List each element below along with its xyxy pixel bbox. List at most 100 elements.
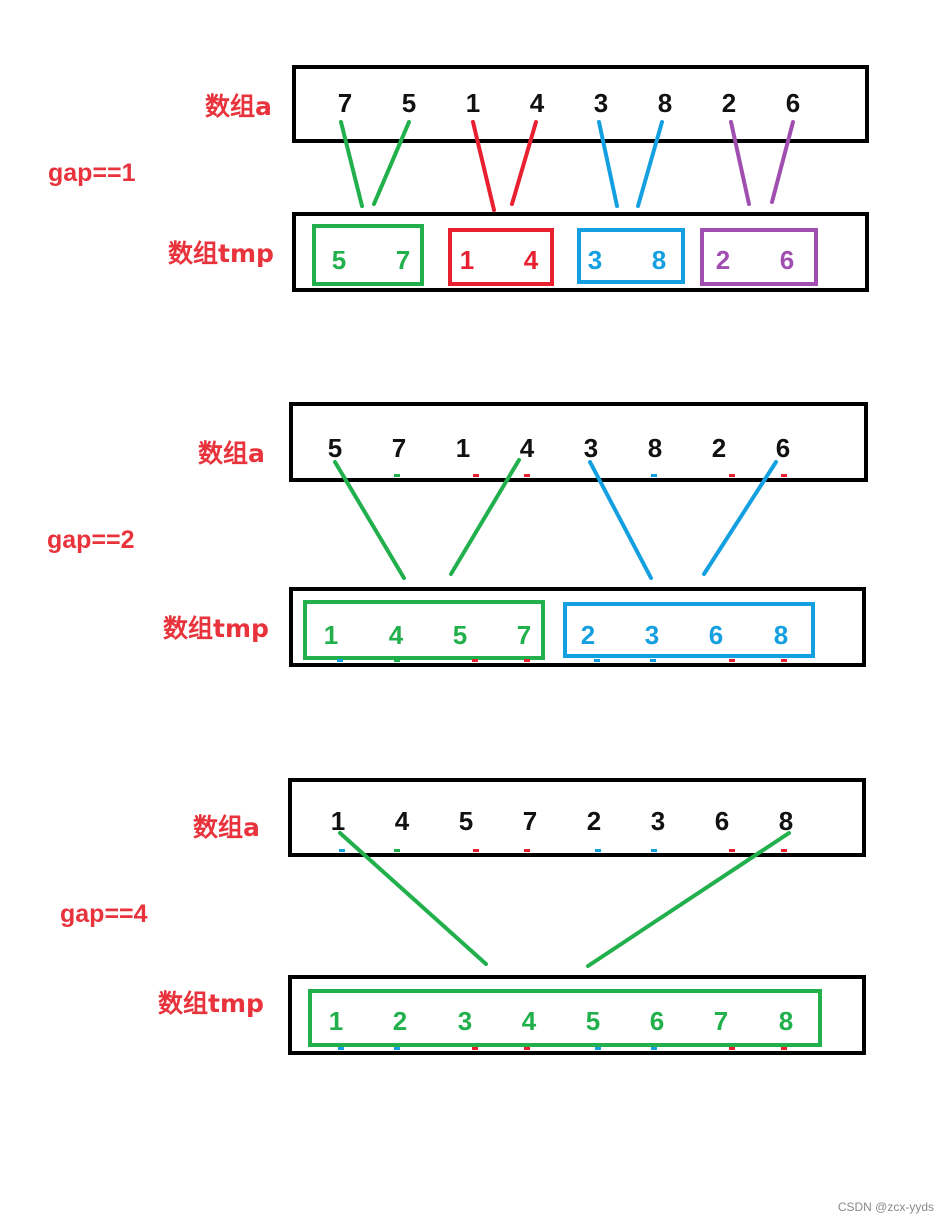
tmp-value: 2 <box>715 245 731 275</box>
tick-mark <box>472 1047 478 1050</box>
connector-line <box>471 120 496 212</box>
connector-line <box>510 120 538 206</box>
tick-mark <box>781 474 787 477</box>
tmp-value: 6 <box>649 1006 665 1036</box>
tick-mark <box>473 474 479 477</box>
tick-mark <box>394 849 400 852</box>
connector-line <box>770 120 795 204</box>
array-a-value: 8 <box>657 88 673 118</box>
connector-line <box>597 120 619 208</box>
tmp-value: 5 <box>452 620 468 650</box>
array-tmp-box <box>288 975 866 1055</box>
tmp-value: 8 <box>651 245 667 275</box>
array-a-label: 数组a <box>193 813 260 842</box>
tick-mark <box>781 659 787 662</box>
tick-mark <box>472 659 478 662</box>
array-a-value: 2 <box>721 88 737 118</box>
tmp-value: 8 <box>778 1006 794 1036</box>
array-a-value: 3 <box>593 88 609 118</box>
array-a-value: 5 <box>401 88 417 118</box>
tick-mark <box>729 849 735 852</box>
tick-mark <box>339 849 345 852</box>
connector-line <box>338 831 488 966</box>
array-a-value: 6 <box>775 433 791 463</box>
array-a-value: 2 <box>586 806 602 836</box>
array-a-value: 6 <box>785 88 801 118</box>
array-a-value: 8 <box>778 806 794 836</box>
tick-mark <box>594 659 600 662</box>
tick-mark <box>729 474 735 477</box>
tick-mark <box>394 474 400 477</box>
array-tmp-label: 数组tmp <box>163 614 269 643</box>
tmp-value: 4 <box>521 1006 537 1036</box>
array-a-value: 2 <box>711 433 727 463</box>
connector-line <box>588 460 653 580</box>
tmp-value: 3 <box>457 1006 473 1036</box>
tick-mark <box>729 659 735 662</box>
array-a-value: 3 <box>583 433 599 463</box>
tmp-value: 7 <box>713 1006 729 1036</box>
array-a-value: 7 <box>522 806 538 836</box>
tmp-value: 7 <box>516 620 532 650</box>
tmp-value: 5 <box>331 245 347 275</box>
array-a-value: 4 <box>529 88 545 118</box>
tmp-value: 5 <box>585 1006 601 1036</box>
tmp-value: 3 <box>644 620 660 650</box>
tick-mark <box>651 1047 657 1050</box>
tmp-value: 1 <box>328 1006 344 1036</box>
tmp-value: 3 <box>587 245 603 275</box>
tmp-value: 1 <box>323 620 339 650</box>
merged-group-box <box>312 224 424 286</box>
merged-group-box <box>308 989 822 1047</box>
array-a-label: 数组a <box>198 439 265 468</box>
connector-line <box>333 460 406 580</box>
connector-line <box>339 120 364 208</box>
connector-line <box>449 458 521 576</box>
tick-mark <box>595 1047 601 1050</box>
connector-line <box>702 460 778 576</box>
tick-mark <box>524 659 530 662</box>
connector-line <box>372 120 411 206</box>
tick-mark <box>394 659 400 662</box>
gap-label: gap==1 <box>48 159 136 187</box>
tmp-value: 6 <box>708 620 724 650</box>
array-a-value: 7 <box>391 433 407 463</box>
tick-mark <box>524 1047 530 1050</box>
merged-group-box <box>577 228 685 284</box>
gap-label: gap==4 <box>60 900 148 928</box>
array-a-value: 7 <box>337 88 353 118</box>
tick-mark <box>651 849 657 852</box>
tmp-value: 8 <box>773 620 789 650</box>
tick-mark <box>473 849 479 852</box>
tick-mark <box>524 849 530 852</box>
array-a-value: 4 <box>519 433 535 463</box>
array-a-value: 3 <box>650 806 666 836</box>
tmp-value: 4 <box>388 620 404 650</box>
tick-mark <box>595 849 601 852</box>
array-a-value: 1 <box>330 806 346 836</box>
connector-line <box>729 120 751 206</box>
tick-mark <box>337 659 343 662</box>
merged-group-box <box>303 600 545 660</box>
tmp-value: 4 <box>523 245 539 275</box>
tmp-value: 1 <box>459 245 475 275</box>
tick-mark <box>338 1047 344 1050</box>
tmp-value: 6 <box>779 245 795 275</box>
tick-mark <box>524 474 530 477</box>
connector-line <box>586 831 791 968</box>
array-a-value: 5 <box>327 433 343 463</box>
tick-mark <box>394 1047 400 1050</box>
merged-group-box <box>563 602 815 658</box>
array-tmp-label: 数组tmp <box>158 989 264 1018</box>
merged-group-box <box>700 228 818 286</box>
array-a-value: 1 <box>455 433 471 463</box>
array-a-value: 6 <box>714 806 730 836</box>
array-a-label: 数组a <box>205 92 272 121</box>
tmp-value: 2 <box>392 1006 408 1036</box>
tick-mark <box>781 849 787 852</box>
tick-mark <box>651 474 657 477</box>
tick-mark <box>650 659 656 662</box>
gap-label: gap==2 <box>47 526 135 554</box>
tmp-value: 7 <box>395 245 411 275</box>
